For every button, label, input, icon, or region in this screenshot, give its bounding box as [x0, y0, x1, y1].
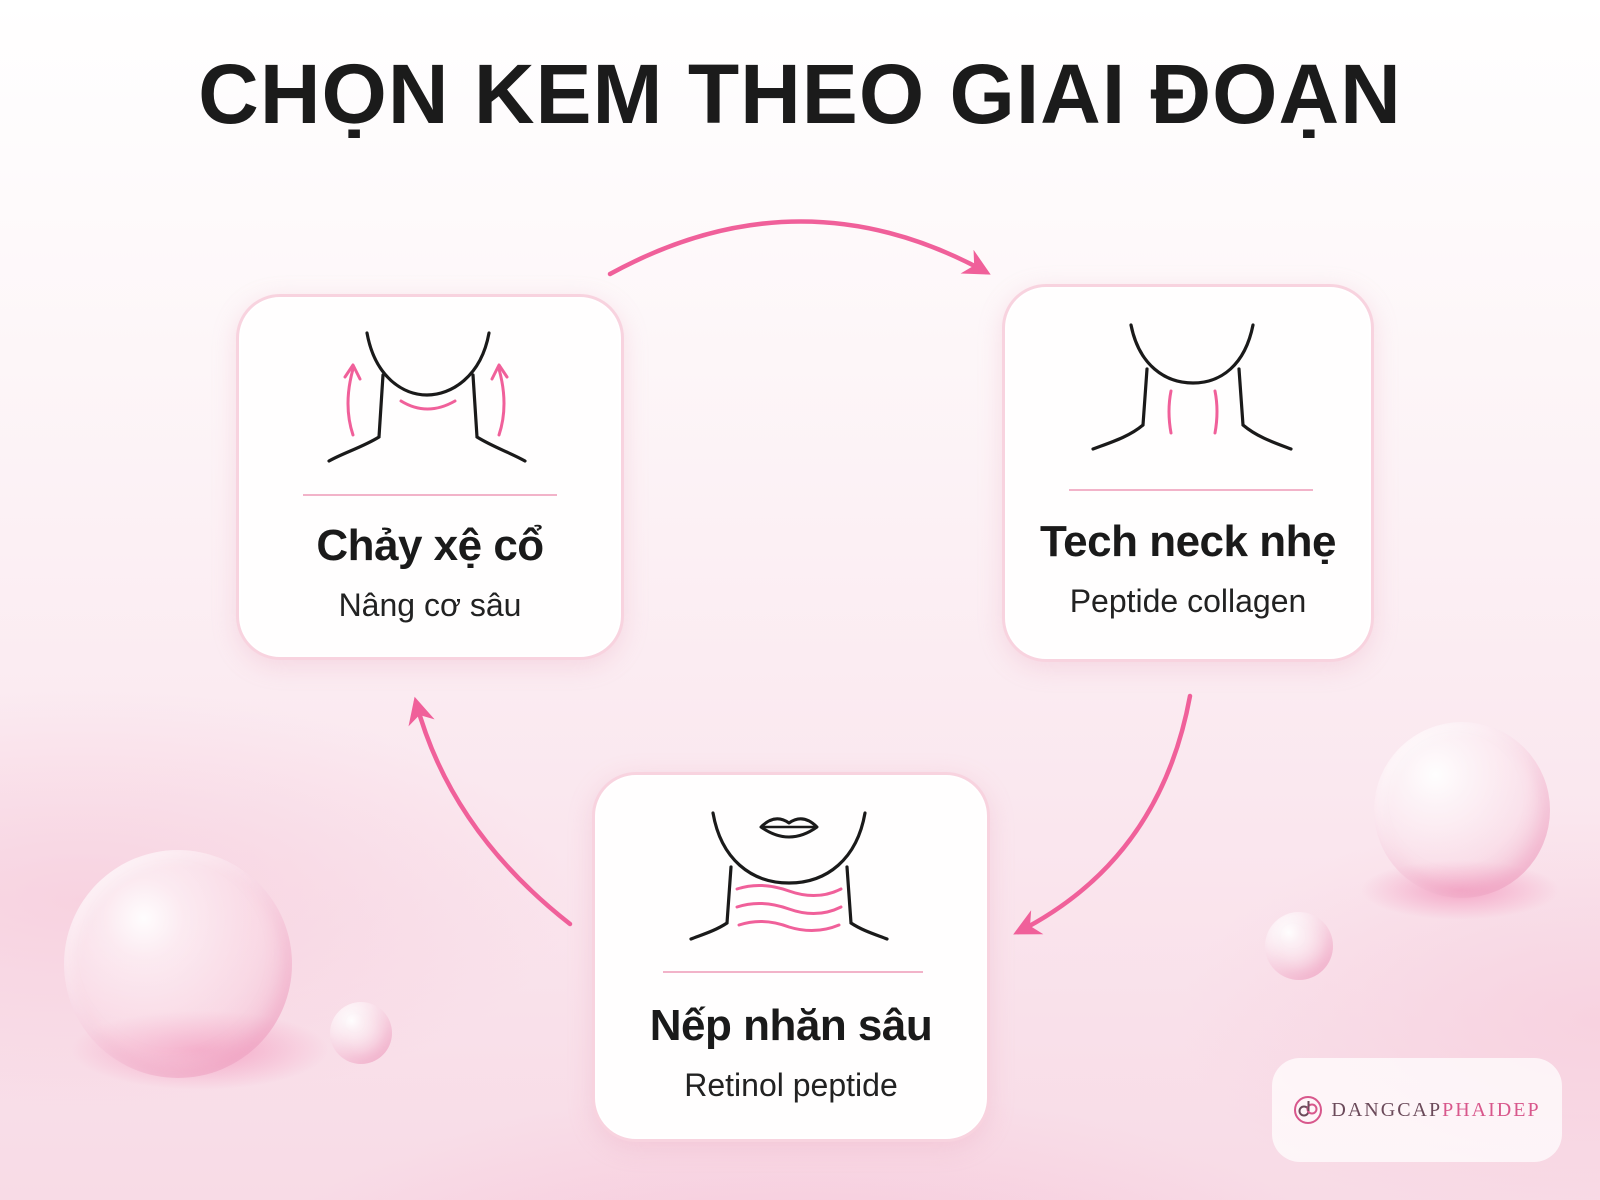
stage-title: Chảy xệ cổ — [316, 521, 544, 570]
arrow-right — [1013, 693, 1193, 935]
arrow-top — [607, 219, 991, 277]
neck-lift-icon — [327, 331, 527, 463]
card-divider — [303, 494, 557, 496]
neck-lines-icon — [1091, 323, 1293, 451]
neck-wrinkles-icon — [689, 811, 889, 941]
stage-card-deep-wrinkles: Nếp nhăn sâu Retinol peptide — [592, 772, 990, 1142]
right-bubble — [1374, 722, 1550, 898]
brand-name: DANGCAPPHAIDEP — [1331, 1099, 1540, 1122]
dp-logo-icon — [1294, 1096, 1323, 1124]
stage-card-tech-neck: Tech neck nhẹ Peptide collagen — [1002, 284, 1374, 662]
small-bubble — [330, 1002, 392, 1064]
page-title: CHỌN KEM THEO GIAI ĐOẠN — [198, 47, 1402, 141]
large-bubble — [64, 850, 292, 1078]
card-divider — [663, 971, 923, 973]
brand-logo: DANGCAPPHAIDEP — [1272, 1058, 1562, 1162]
stage-card-sagging: Chảy xệ cổ Nâng cơ sâu — [236, 294, 624, 660]
small-right-bubble — [1265, 912, 1333, 980]
stage-subtitle: Retinol peptide — [684, 1067, 898, 1103]
stage-subtitle: Peptide collagen — [1069, 583, 1307, 619]
stage-title: Nếp nhăn sâu — [649, 1001, 933, 1050]
card-divider — [1069, 489, 1313, 491]
brand-name-part-b: PHAIDEP — [1442, 1098, 1541, 1121]
stage-title: Tech neck nhẹ — [1040, 517, 1336, 566]
brand-name-part-a: DANGCAP — [1331, 1098, 1443, 1121]
arrow-left — [408, 696, 573, 927]
stage-subtitle: Nâng cơ sâu — [338, 587, 522, 623]
